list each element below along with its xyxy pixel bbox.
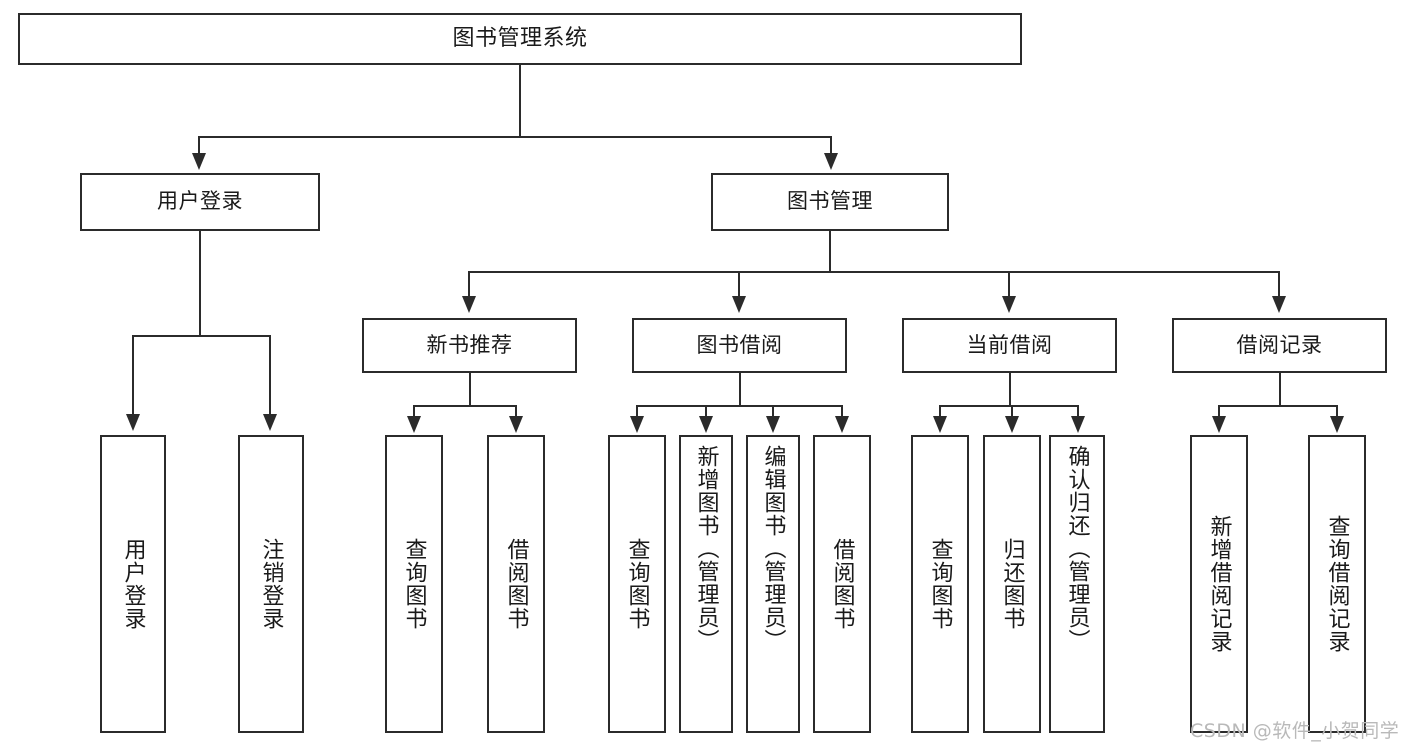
- leaf-label: 新增借阅记录: [1206, 515, 1232, 653]
- leaf-label: 查询图书: [927, 538, 953, 630]
- edge-root-stem: [519, 65, 521, 137]
- leaf-query-books-borrow[interactable]: 查询图书: [608, 435, 666, 733]
- node-label: 用户登录: [157, 189, 243, 214]
- leaf-label: 查询图书: [401, 538, 427, 630]
- leaf-borrow-books[interactable]: 借阅图书: [813, 435, 871, 733]
- edge-recommend-bus: [413, 405, 517, 407]
- edge-current-to-l3: [1077, 405, 1079, 418]
- edge-login-bus: [132, 335, 271, 337]
- arrowhead-recommend-to-l2: [509, 416, 523, 433]
- leaf-query-books-current[interactable]: 查询图书: [911, 435, 969, 733]
- edge-current-to-l1: [939, 405, 941, 418]
- leaf-label: 确认归还（管理员）: [1064, 445, 1090, 652]
- arrowhead-borrow-to-l3: [766, 416, 780, 433]
- arrowhead-bookmgmt-to-c1: [462, 296, 476, 313]
- leaf-label: 借阅图书: [503, 538, 529, 630]
- node-label: 图书管理系统: [452, 25, 588, 51]
- node-root-system[interactable]: 图书管理系统: [18, 13, 1022, 65]
- leaf-edit-book-admin[interactable]: 编辑图书（管理员）: [746, 435, 800, 733]
- node-label: 图书借阅: [696, 332, 783, 357]
- edge-root-to-login: [198, 136, 200, 157]
- arrowhead-bookmgmt-to-c4: [1272, 296, 1286, 313]
- leaf-query-borrow-record[interactable]: 查询借阅记录: [1308, 435, 1366, 733]
- edge-bookmgmt-to-c2: [738, 271, 740, 297]
- leaf-user-login[interactable]: 用户登录: [100, 435, 166, 733]
- edge-recommend-to-l2: [515, 405, 517, 418]
- leaf-add-book-admin[interactable]: 新增图书（管理员）: [679, 435, 733, 733]
- edge-bookmgmt-to-c3: [1008, 271, 1010, 297]
- edge-login-to-leaf1: [132, 335, 134, 417]
- node-label: 图书管理: [787, 189, 873, 214]
- arrowhead-recommend-to-l1: [407, 416, 421, 433]
- edge-login-stem: [199, 231, 201, 336]
- edge-recommend-to-l1: [413, 405, 415, 418]
- leaf-query-books-recommend[interactable]: 查询图书: [385, 435, 443, 733]
- edge-borrow-to-l3: [772, 405, 774, 418]
- leaf-label: 归还图书: [999, 538, 1025, 630]
- edge-borrow-to-l4: [841, 405, 843, 418]
- edge-recommend-stem: [469, 373, 471, 406]
- arrowhead-borrow-to-l4: [835, 416, 849, 433]
- edge-bookmgmt-to-c4: [1278, 271, 1280, 297]
- arrowhead-login-to-leaf1: [126, 414, 140, 431]
- arrowhead-bookmgmt-to-c3: [1002, 296, 1016, 313]
- leaf-return-books[interactable]: 归还图书: [983, 435, 1041, 733]
- edge-current-to-l2: [1011, 405, 1013, 418]
- node-book-borrow[interactable]: 图书借阅: [632, 318, 847, 373]
- edge-login-to-leaf2: [269, 335, 271, 417]
- leaf-label: 新增图书（管理员）: [693, 445, 719, 652]
- edge-records-bus: [1218, 405, 1338, 407]
- arrowhead-current-to-l1: [933, 416, 947, 433]
- edge-records-to-l2: [1336, 405, 1338, 418]
- edge-borrow-to-l1: [636, 405, 638, 418]
- edge-borrow-stem: [739, 373, 741, 406]
- leaf-label: 注销登录: [258, 538, 284, 630]
- arrowhead-login-to-leaf2: [263, 414, 277, 431]
- leaf-confirm-return-admin[interactable]: 确认归还（管理员）: [1049, 435, 1105, 733]
- arrowhead-current-to-l3: [1071, 416, 1085, 433]
- leaf-logout[interactable]: 注销登录: [238, 435, 304, 733]
- leaf-label: 用户登录: [120, 538, 146, 630]
- edge-bookmgmt-to-c1: [468, 271, 470, 297]
- edge-borrow-to-l2: [705, 405, 707, 418]
- node-book-management[interactable]: 图书管理: [711, 173, 949, 231]
- edge-root-bus: [198, 136, 832, 138]
- node-label: 新书推荐: [426, 332, 513, 357]
- node-new-book-recommend[interactable]: 新书推荐: [362, 318, 577, 373]
- arrowhead-borrow-to-l1: [630, 416, 644, 433]
- leaf-label: 编辑图书（管理员）: [760, 445, 786, 652]
- watermark-credit: CSDN @软件_小贺同学: [1190, 720, 1400, 742]
- edge-bookmgmt-bus: [468, 271, 1280, 273]
- leaf-label: 查询图书: [624, 538, 650, 630]
- leaf-add-borrow-record[interactable]: 新增借阅记录: [1190, 435, 1248, 733]
- edge-records-to-l1: [1218, 405, 1220, 418]
- edge-borrow-bus: [636, 405, 842, 407]
- edge-current-bus: [939, 405, 1078, 407]
- arrowhead-root-to-login: [192, 153, 206, 170]
- edge-records-stem: [1279, 373, 1281, 406]
- node-label: 借阅记录: [1236, 332, 1323, 357]
- edge-current-stem: [1009, 373, 1011, 406]
- edge-root-to-bookmgmt: [830, 136, 832, 157]
- node-user-login[interactable]: 用户登录: [80, 173, 320, 231]
- arrowhead-borrow-to-l2: [699, 416, 713, 433]
- node-borrow-records[interactable]: 借阅记录: [1172, 318, 1387, 373]
- arrowhead-records-to-l2: [1330, 416, 1344, 433]
- arrowhead-current-to-l2: [1005, 416, 1019, 433]
- node-current-borrow[interactable]: 当前借阅: [902, 318, 1117, 373]
- leaf-label: 借阅图书: [829, 538, 855, 630]
- edge-bookmgmt-stem: [829, 231, 831, 273]
- arrowhead-records-to-l1: [1212, 416, 1226, 433]
- leaf-label: 查询借阅记录: [1324, 515, 1350, 653]
- arrowhead-root-to-bookmgmt: [824, 153, 838, 170]
- leaf-borrow-books-recommend[interactable]: 借阅图书: [487, 435, 545, 733]
- arrowhead-bookmgmt-to-c2: [732, 296, 746, 313]
- node-label: 当前借阅: [966, 332, 1053, 357]
